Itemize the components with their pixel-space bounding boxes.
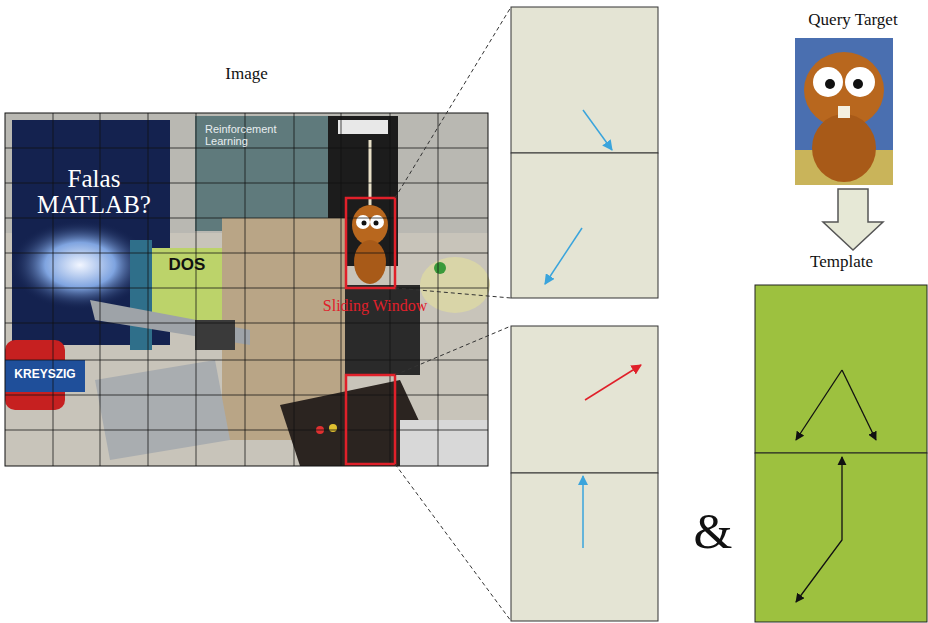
string bbox=[369, 140, 372, 205]
ruler bbox=[400, 420, 488, 466]
template-grid bbox=[755, 285, 927, 622]
pupil bbox=[853, 79, 863, 89]
template-arrow bbox=[796, 370, 842, 440]
book-kreyszig bbox=[5, 360, 85, 392]
grid-line bbox=[5, 148, 488, 149]
box-dos bbox=[152, 248, 222, 320]
led bbox=[329, 424, 337, 432]
toy-body bbox=[354, 240, 386, 284]
box-label: DOS bbox=[158, 256, 216, 274]
grid-line bbox=[395, 464, 511, 621]
cell bbox=[511, 153, 658, 298]
panel-heading: Template bbox=[751, 252, 928, 272]
grid-line bbox=[148, 113, 149, 466]
grid-line bbox=[395, 326, 511, 375]
amp-panel bbox=[338, 120, 388, 134]
gradient-arrow bbox=[582, 476, 584, 548]
book-title: Falas MATLAB? bbox=[24, 166, 164, 219]
toy-eye bbox=[813, 67, 843, 97]
gradient-arrow bbox=[583, 110, 612, 150]
book-rl bbox=[195, 116, 330, 231]
grid-line bbox=[5, 430, 488, 431]
grid-line bbox=[5, 360, 488, 361]
zoom-panel bbox=[511, 326, 658, 621]
sliding-window bbox=[346, 375, 395, 464]
grid-line bbox=[53, 113, 54, 466]
grid-line bbox=[245, 113, 246, 466]
grid-line bbox=[341, 113, 342, 466]
book-title: Reinforcement Learning bbox=[205, 124, 315, 147]
block-arrow-shape bbox=[823, 189, 883, 250]
book-glow bbox=[10, 220, 150, 310]
figure-panel: Template bbox=[751, 252, 928, 622]
template-arrow bbox=[796, 457, 842, 602]
grid-line bbox=[438, 113, 439, 466]
grid-line bbox=[196, 113, 197, 466]
grid bbox=[5, 113, 488, 466]
grid-line bbox=[5, 253, 488, 254]
window-label: Sliding Window bbox=[300, 298, 450, 315]
pupil bbox=[374, 221, 379, 226]
grid-line bbox=[294, 113, 295, 466]
panel-heading: Query Target bbox=[781, 10, 925, 30]
photo-border bbox=[5, 113, 488, 466]
pupil bbox=[362, 221, 367, 226]
gradient-arrow bbox=[545, 228, 582, 284]
query-picture bbox=[795, 38, 893, 185]
book-title: KREYSZIG bbox=[6, 368, 84, 381]
cell bbox=[511, 7, 658, 153]
toy-head bbox=[352, 205, 388, 245]
toy-head bbox=[804, 52, 884, 128]
toy-eye bbox=[845, 67, 875, 97]
panel-heading: Image bbox=[1, 64, 492, 84]
photo-ground bbox=[5, 113, 488, 466]
caliper-display bbox=[195, 320, 235, 350]
sliding-window bbox=[346, 198, 395, 288]
teeth bbox=[838, 106, 850, 118]
pupil bbox=[825, 79, 835, 89]
picture-ground bbox=[795, 38, 893, 185]
toy-eye bbox=[356, 215, 370, 229]
template-cell bbox=[755, 285, 927, 453]
toy-eye bbox=[370, 215, 384, 229]
grid-line bbox=[5, 288, 488, 289]
grid-line bbox=[5, 323, 488, 324]
conjunction-symbol: & bbox=[668, 505, 758, 558]
grid-line bbox=[5, 395, 488, 396]
cell bbox=[511, 326, 658, 473]
book-spine bbox=[130, 240, 152, 350]
plush-toy bbox=[420, 257, 490, 313]
figure-panel: Query Target bbox=[781, 10, 925, 187]
metal-bracket bbox=[95, 360, 230, 460]
grid-line bbox=[395, 7, 511, 198]
gradient-arrow bbox=[585, 365, 641, 400]
block-arrow bbox=[823, 189, 883, 250]
template-arrow bbox=[842, 370, 876, 440]
cell bbox=[511, 473, 658, 621]
toy-body bbox=[812, 114, 876, 182]
grid-line bbox=[390, 113, 391, 466]
toy-eye bbox=[434, 262, 446, 274]
zoom-panel bbox=[511, 7, 658, 298]
grid-line bbox=[395, 288, 511, 298]
template-cell bbox=[755, 453, 927, 622]
